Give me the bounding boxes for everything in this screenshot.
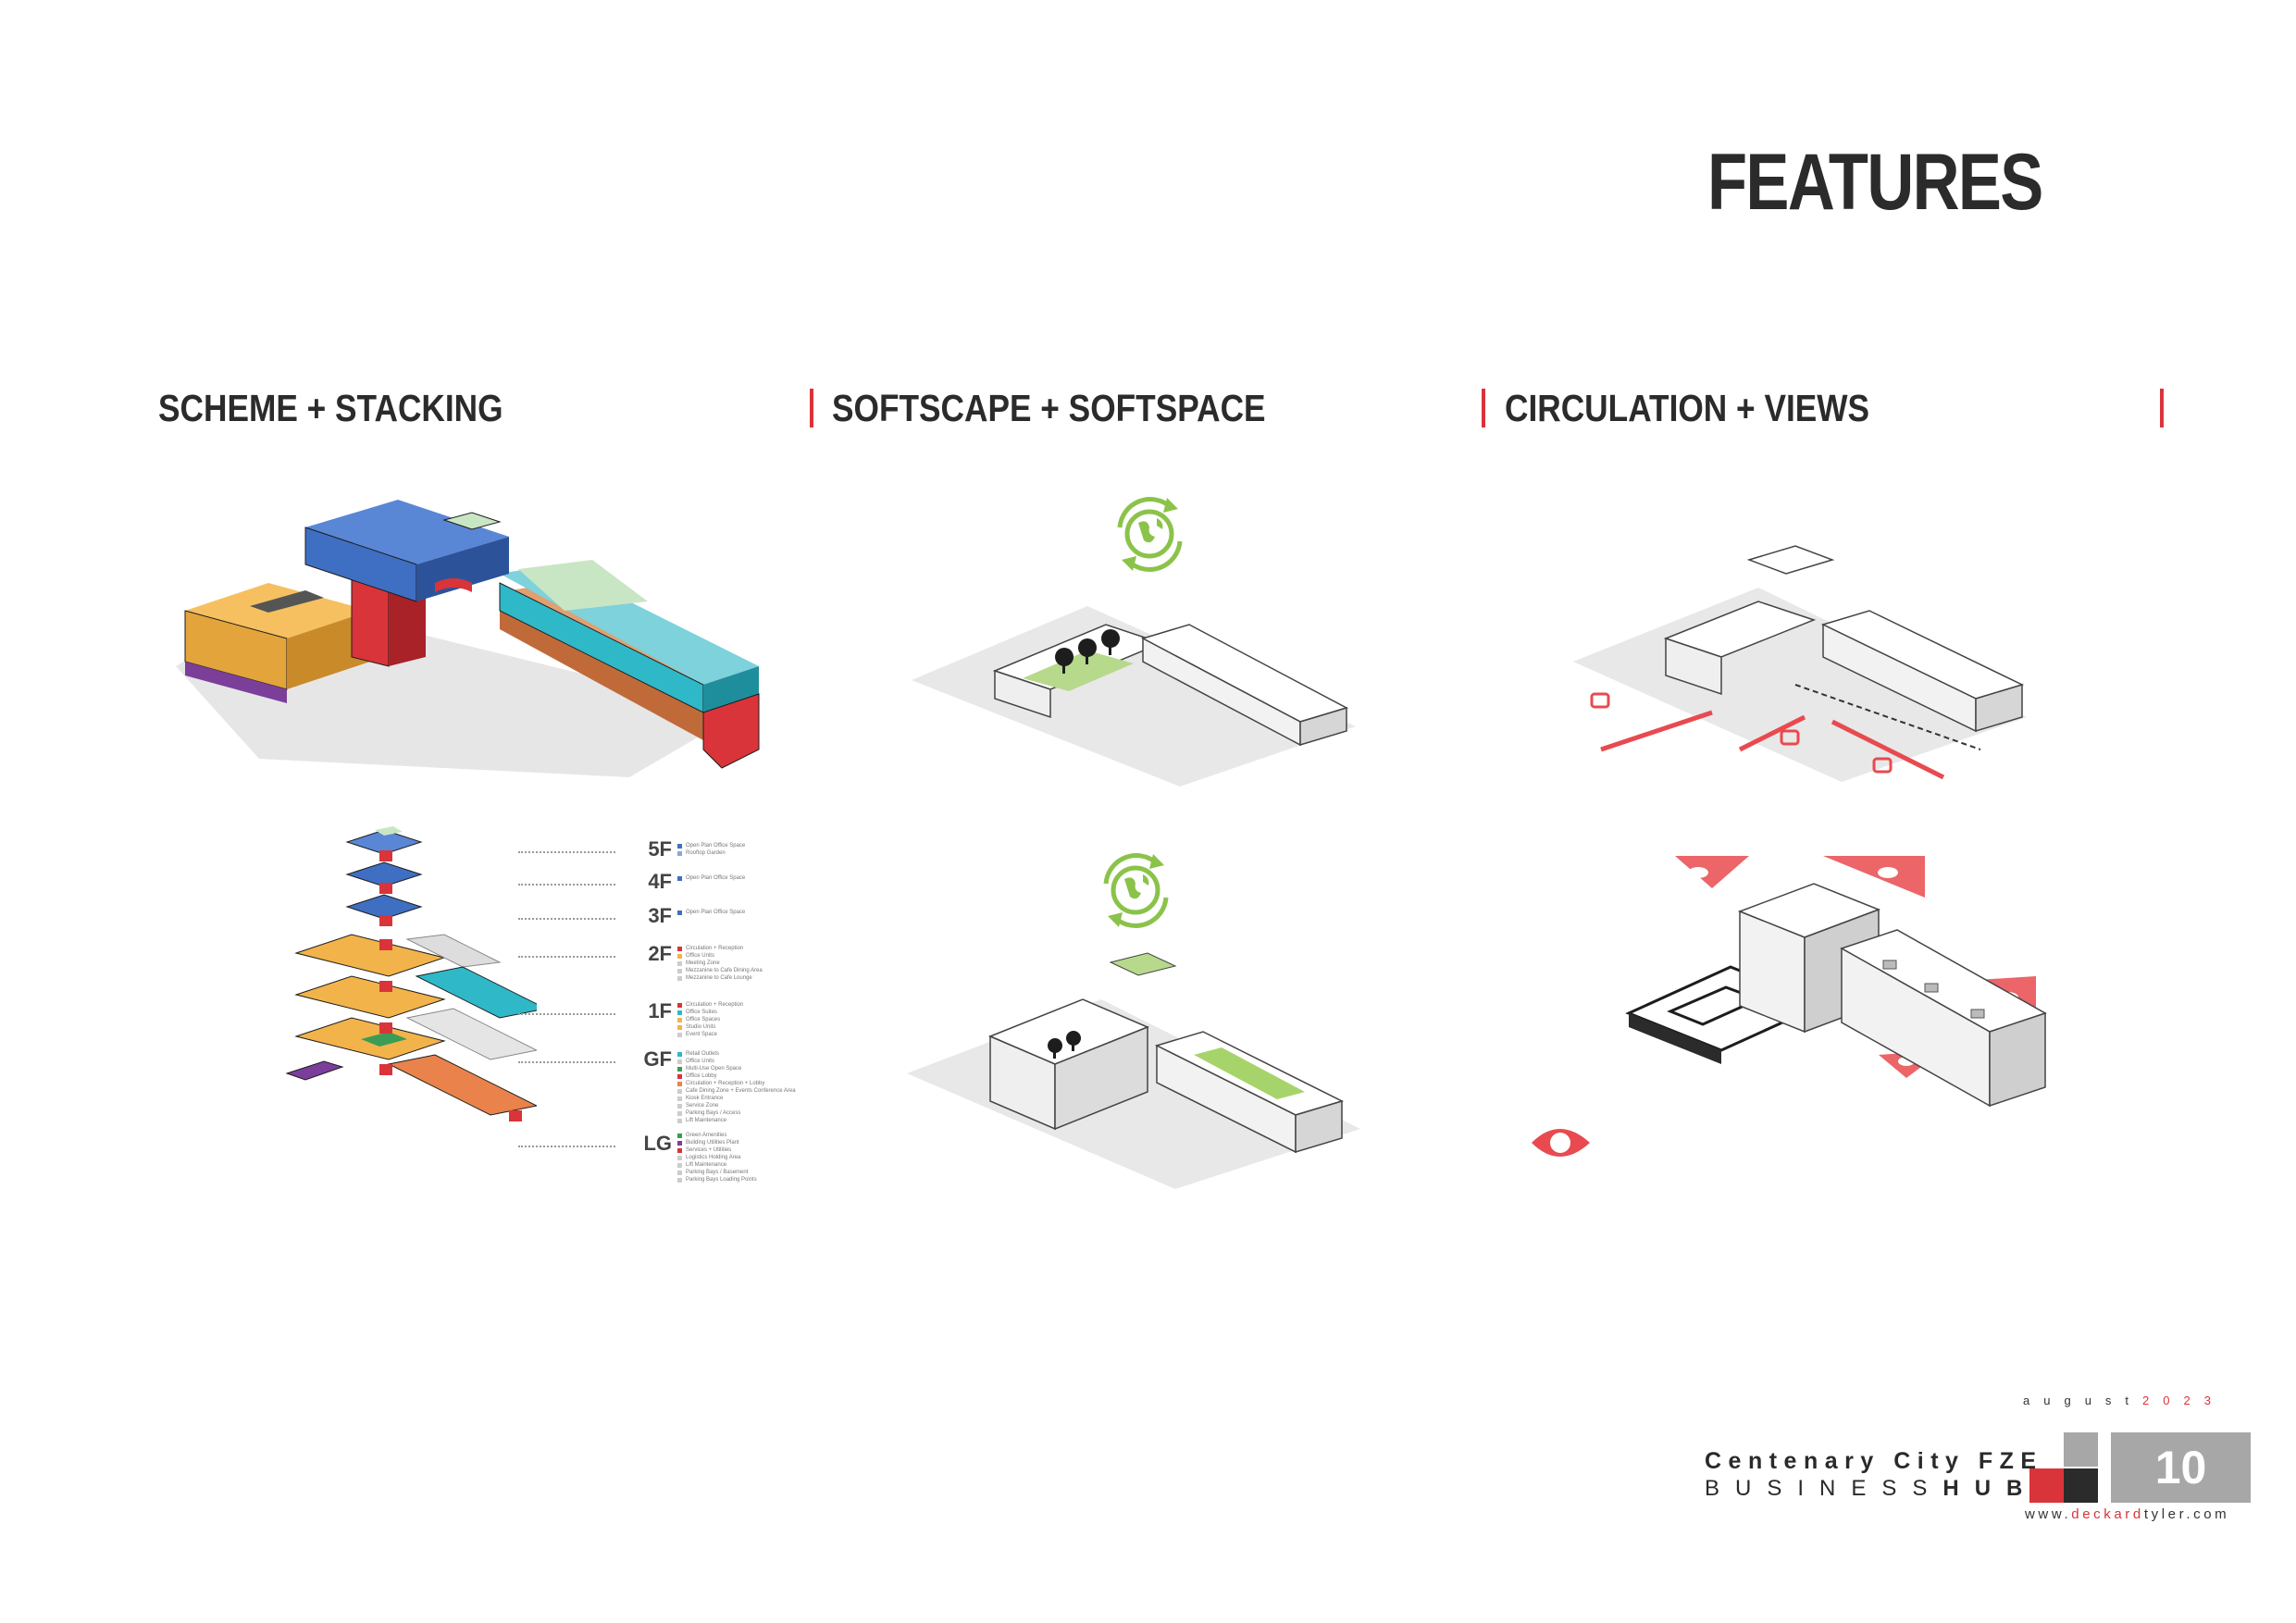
- legend-leader: [518, 1146, 615, 1147]
- url-suffix: .com: [2186, 1506, 2230, 1522]
- page-title: FEATURES: [1707, 138, 2043, 227]
- url-prefix: www.: [2025, 1506, 2072, 1522]
- legend-floor-2f: 2F: [648, 942, 672, 965]
- footer-brand: BUSINESSHUB: [1705, 1476, 2038, 1502]
- legend-floor-gf: GF: [643, 1047, 672, 1071]
- legend-floor-3f: 3F: [648, 904, 672, 927]
- legend-items-1f: Circulation + Reception Office Suites Of…: [677, 1002, 743, 1039]
- legend-items-gf: Retail Outlets Office Units Multi-Use Op…: [677, 1051, 796, 1125]
- sustainability-globe-icon: [1117, 497, 1183, 572]
- divider-rule: [810, 389, 813, 427]
- logo-square-red: [2029, 1468, 2064, 1503]
- footer-date-month: august: [2023, 1394, 2143, 1407]
- legend-leader: [518, 918, 615, 920]
- legend-items-5f: Open Plan Office Space Rooftop Garden: [677, 843, 745, 858]
- footer-brand-suffix: HUB: [1942, 1476, 2039, 1501]
- legend-floor-lg: LG: [643, 1132, 672, 1155]
- legend-leader: [518, 884, 615, 886]
- views-massing-diagram: [1532, 856, 2047, 1157]
- sustainability-globe-icon: [1103, 853, 1169, 928]
- legend-items-3f: Open Plan Office Space: [677, 910, 745, 917]
- footer-url[interactable]: www.deckardtyler.com: [2025, 1506, 2229, 1522]
- footer-date-year: 2023: [2142, 1394, 2225, 1407]
- legend-items-4f: Open Plan Office Space: [677, 875, 745, 883]
- legend-leader: [518, 1061, 615, 1063]
- legend-items-2f: Circulation + Reception Office Units Mee…: [677, 946, 763, 983]
- section-heading-scheme-stacking: SCHEME + STACKING: [158, 387, 503, 429]
- legend-leader: [518, 956, 615, 958]
- url-mid: tyler: [2143, 1506, 2187, 1522]
- legend-items-lg: Green Amenities Building Utilities Plant…: [677, 1133, 757, 1184]
- eye-icon: [1532, 1129, 1590, 1157]
- exploded-stacking-diagram: [285, 826, 537, 1121]
- footer-date: august2023: [2023, 1394, 2225, 1407]
- divider-rule: [2160, 389, 2164, 427]
- softscape-massing-lower: [907, 952, 1360, 1189]
- legend-floor-1f: 1F: [648, 999, 672, 1022]
- legend-leader: [518, 851, 615, 853]
- legend-floor-4f: 4F: [648, 870, 672, 893]
- section-heading-softscape-softspace: SOFTSCAPE + SOFTSPACE: [832, 387, 1266, 429]
- logo-square-black: [2064, 1468, 2098, 1503]
- footer-brand-prefix: BUSINESS: [1705, 1476, 1943, 1501]
- page-number: 10: [2111, 1432, 2251, 1503]
- circulation-massing-diagram: [1573, 545, 2027, 782]
- section-heading-circulation-views: CIRCULATION + VIEWS: [1505, 387, 1870, 429]
- softscape-massing-upper: [912, 606, 1356, 787]
- footer-company: Centenary City FZE: [1705, 1448, 2043, 1474]
- legend-leader: [518, 1013, 615, 1015]
- scheme-massing-diagram: [176, 500, 760, 777]
- legend-floor-5f: 5F: [648, 837, 672, 861]
- logo-square-grey: [2064, 1432, 2098, 1467]
- divider-rule: [1482, 389, 1485, 427]
- url-highlight: deckard: [2071, 1506, 2144, 1522]
